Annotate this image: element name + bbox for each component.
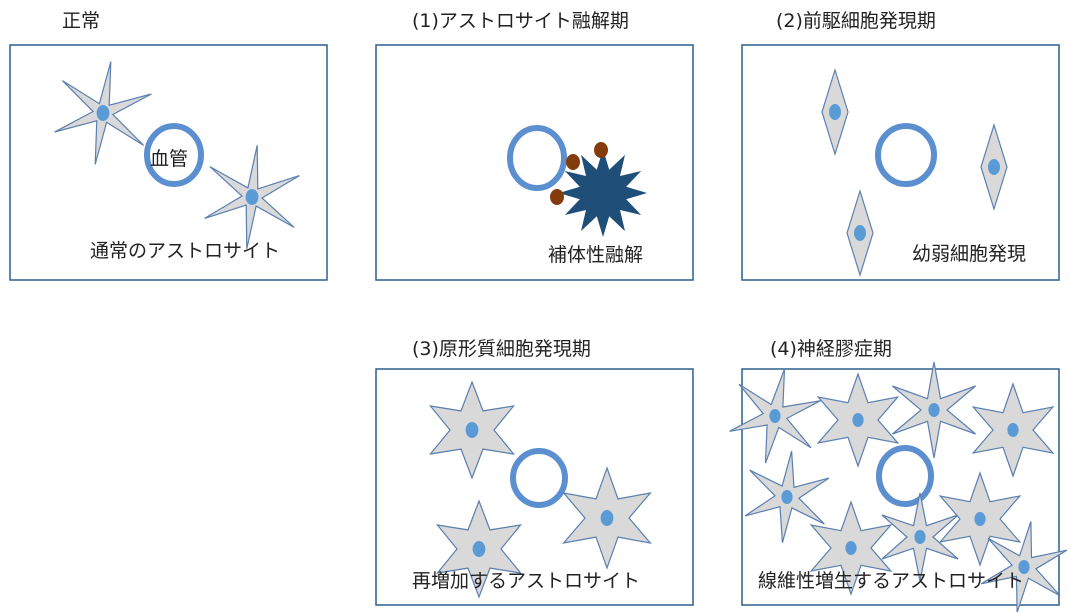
- panel-title-gliosis: (4)神経膠症期: [770, 338, 892, 360]
- cell-nucleus: [472, 541, 486, 557]
- lysed-astrocyte-body: [581, 171, 625, 215]
- cell-nucleus: [465, 422, 479, 438]
- immature-cell-label: 幼弱細胞発現: [912, 243, 1027, 265]
- normal-astrocyte-label: 通常のアストロサイト: [90, 240, 281, 262]
- blood-vessel-ring: [875, 123, 937, 187]
- cell-nucleus: [1007, 423, 1019, 437]
- blood-vessel-label: 血管: [150, 148, 189, 170]
- cell-nucleus: [245, 189, 259, 205]
- complement-lysis-label: 補体性融解: [548, 244, 644, 266]
- complement-particle: [566, 154, 580, 170]
- panel-title-lysis: (1)アストロサイト融解期: [412, 10, 629, 32]
- panel-title-protoplasmic: (3)原形質細胞発現期: [412, 338, 591, 360]
- cell-nucleus: [769, 409, 781, 423]
- cell-nucleus: [914, 530, 926, 544]
- cell-nucleus: [829, 104, 841, 120]
- panel-title-normal: 正常: [62, 10, 101, 32]
- cell-nucleus: [845, 541, 857, 555]
- panel-frame-lysis: [375, 44, 694, 281]
- panel-frame-normal: [9, 44, 328, 281]
- cell-nucleus: [96, 105, 110, 121]
- complement-particle: [550, 189, 564, 205]
- cell-nucleus: [974, 512, 986, 526]
- complement-particle: [594, 142, 608, 158]
- reincreasing-astrocyte-label: 再増加するアストロサイト: [412, 570, 641, 592]
- blood-vessel-ring: [507, 125, 567, 191]
- cell-shapes-layer: [54, 61, 1068, 612]
- panel-title-precursor: (2)前駆細胞発現期: [776, 10, 936, 32]
- blood-vessel-ring: [144, 123, 204, 187]
- blood-vessel-ring: [510, 448, 568, 508]
- cell-nucleus: [928, 403, 940, 417]
- cell-nucleus: [852, 413, 864, 427]
- cell-nucleus: [854, 225, 866, 241]
- cell-nucleus: [600, 510, 614, 526]
- fibrous-astrocyte-label: 線維性増生するアストロサイト: [758, 570, 1025, 592]
- panel-frame-protoplasmic: [375, 368, 694, 606]
- blood-vessel-ring: [876, 445, 934, 507]
- panel-frame-gliosis: [741, 368, 1060, 606]
- panel-frame-precursor: [741, 44, 1060, 281]
- cell-nucleus: [1018, 560, 1030, 574]
- cell-nucleus: [988, 159, 1000, 175]
- cell-nucleus: [781, 490, 793, 504]
